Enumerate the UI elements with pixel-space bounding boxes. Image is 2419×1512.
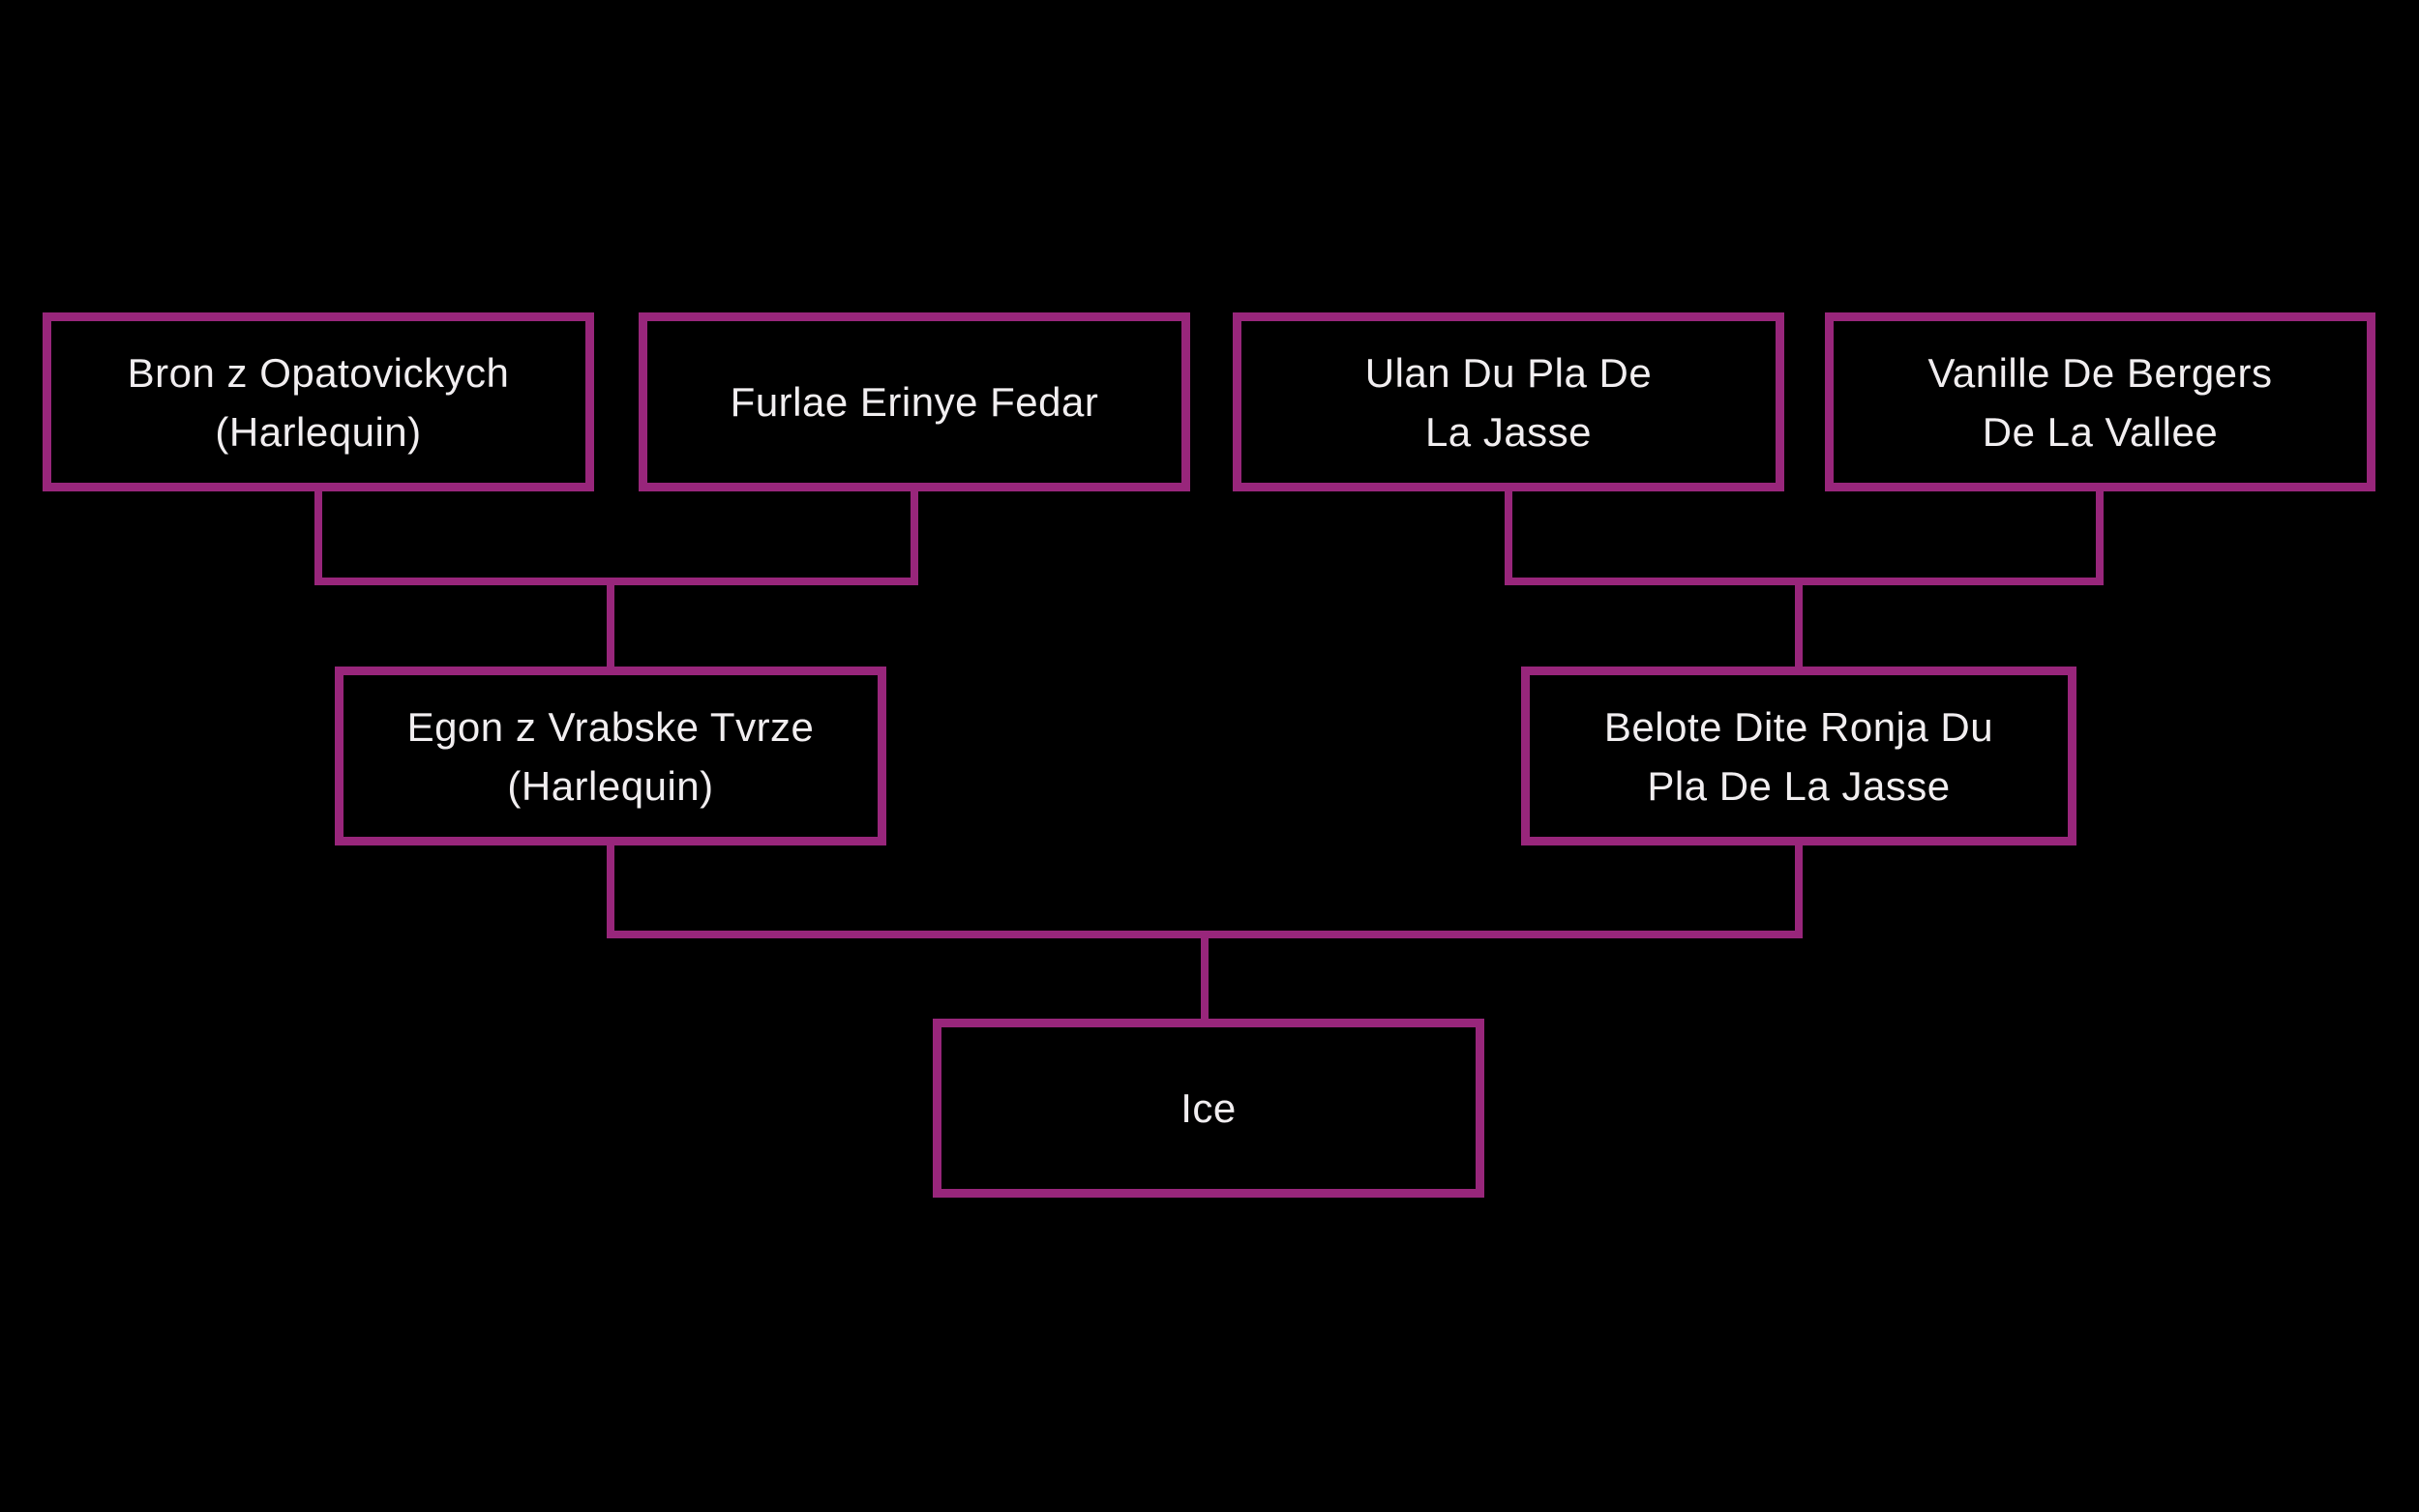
node-name-line: (Harlequin) (215, 408, 422, 455)
node-name-line: Vanille De Bergers (1927, 349, 2273, 396)
connector-belote-drop-line (1795, 845, 1803, 938)
connector-to-ice-line (1201, 931, 1209, 1020)
node-name-line: De La Vallee (1982, 408, 2219, 455)
pedigree-node-belote-dite-ronja[interactable]: Belote Dite Ronja Du Pla De La Jasse (1521, 667, 2076, 845)
connector-ulan-vanille-join-line (1505, 578, 2104, 585)
connector-vanille-drop-line (2096, 490, 2104, 585)
node-name-line: Egon z Vrabske Tvrze (406, 703, 815, 750)
node-name-line: Ulan Du Pla De (1364, 349, 1653, 396)
pedigree-node-vanille-de-bergers[interactable]: Vanille De Bergers De La Vallee (1825, 312, 2375, 491)
pedigree-node-bron-z-opatovickych[interactable]: Bron z Opatovickych (Harlequin) (43, 312, 594, 491)
node-name-line: Furlae Erinye Fedar (730, 379, 1099, 425)
node-name-line: Belote Dite Ronja Du (1603, 703, 1994, 750)
connector-furlae-drop-line (911, 490, 918, 585)
pedigree-node-furlae-erinye-fedar[interactable]: Furlae Erinye Fedar (639, 312, 1190, 491)
connector-egon-drop-line (607, 845, 614, 938)
connector-ulan-drop-line (1505, 490, 1512, 585)
node-name-line: Pla De La Jasse (1647, 762, 1951, 809)
node-name-line: La Jasse (1424, 408, 1593, 455)
connector-bron-furlae-join-line (314, 578, 918, 585)
pedigree-node-egon-z-vrabske-tvrze[interactable]: Egon z Vrabske Tvrze (Harlequin) (335, 667, 886, 845)
node-name-line: Ice (1180, 1085, 1237, 1131)
node-name-line: Bron z Opatovickych (127, 349, 510, 396)
connector-bron-drop-line (314, 490, 322, 585)
connector-to-egon-line (607, 578, 614, 667)
pedigree-node-ice[interactable]: Ice (933, 1019, 1484, 1198)
connector-to-belote-line (1795, 578, 1803, 667)
pedigree-node-ulan-du-pla-de-la-jasse[interactable]: Ulan Du Pla De La Jasse (1233, 312, 1784, 491)
node-name-line: (Harlequin) (507, 762, 714, 809)
